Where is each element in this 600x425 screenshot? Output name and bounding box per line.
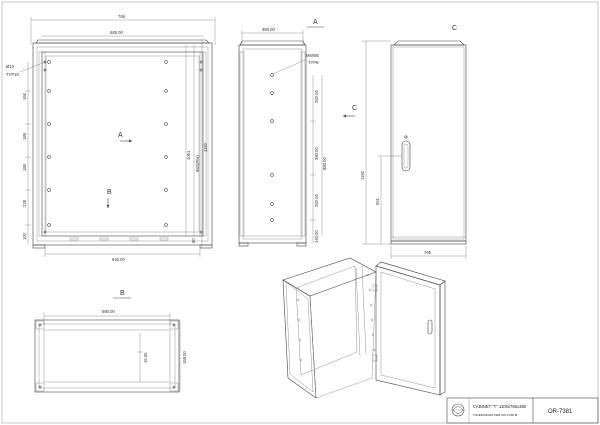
side-section-c-label: C bbox=[352, 105, 357, 112]
front-width-bottom: 645.00 bbox=[112, 257, 125, 262]
title-block: CABINET "T" 1100x765x380 TOLERANCES PER … bbox=[446, 397, 599, 424]
front-hole-note-2: TYP10 bbox=[6, 72, 19, 77]
bottom-width: 690.00 bbox=[102, 309, 115, 314]
handle-icon bbox=[401, 140, 411, 172]
door-handle-icon bbox=[427, 319, 433, 335]
bottom-view-label: B bbox=[120, 290, 125, 297]
bottom-dim-2: 168.00 bbox=[182, 351, 187, 364]
front-section-b-label: B bbox=[107, 189, 112, 196]
front-section-a-label: A bbox=[118, 132, 123, 139]
front-left-dim-1: 165 bbox=[22, 92, 27, 100]
side-dim-overall: 880.00 bbox=[322, 157, 327, 170]
side-dim-2: 390.00 bbox=[314, 147, 319, 160]
bottom-dim-1: 15.00 bbox=[143, 352, 148, 363]
side-width-top: 380.00 bbox=[262, 27, 275, 32]
side-view-label: A bbox=[313, 19, 318, 26]
drawing-number: OR-7381 bbox=[548, 409, 573, 415]
right-width: 765 bbox=[424, 250, 432, 255]
title-description: CABINET "T" 1100x765x380 bbox=[473, 404, 527, 409]
isometric-view bbox=[282, 257, 446, 399]
title-subtitle: TOLERANCES PER ISO 2768-M bbox=[473, 413, 518, 417]
right-height: 1150 bbox=[360, 170, 365, 180]
front-view: 765 685.00 bbox=[6, 14, 216, 262]
side-dim-1: 250.00 bbox=[314, 90, 319, 103]
side-dim-4: 140.00 bbox=[314, 230, 319, 243]
front-left-dim-3: 185 bbox=[22, 163, 27, 171]
right-view-label: C bbox=[452, 25, 457, 32]
side-dim-3: 250.00 bbox=[314, 194, 319, 207]
side-note-2: TYP8 bbox=[308, 60, 319, 65]
front-right-dim-3: 1150 bbox=[203, 142, 208, 152]
side-view-a: A 380.00 M6/M5 TYP8 250.00 390.00 bbox=[238, 19, 357, 247]
front-right-dim-1: 1061 bbox=[186, 150, 191, 160]
front-left-dim-5: 100 bbox=[22, 232, 27, 240]
front-left-dim-4: 228 bbox=[22, 199, 27, 207]
front-width-overall: 765 bbox=[118, 14, 126, 19]
front-right-dim-bottom: 80 bbox=[191, 238, 196, 243]
bottom-view-b: B 690.00 15.00 168.00 bbox=[34, 290, 187, 393]
right-view-c: C 1150 551 765 bbox=[360, 25, 467, 259]
front-hole-note-1: Ø10 bbox=[6, 64, 15, 69]
right-handle-height: 551 bbox=[375, 197, 380, 205]
side-note-1: M6/M5 bbox=[306, 53, 319, 58]
front-width-inner-top: 685.00 bbox=[110, 30, 123, 35]
front-left-dim-2: 189 bbox=[22, 132, 27, 140]
front-right-dim-2: 982(P/H) bbox=[195, 155, 200, 172]
